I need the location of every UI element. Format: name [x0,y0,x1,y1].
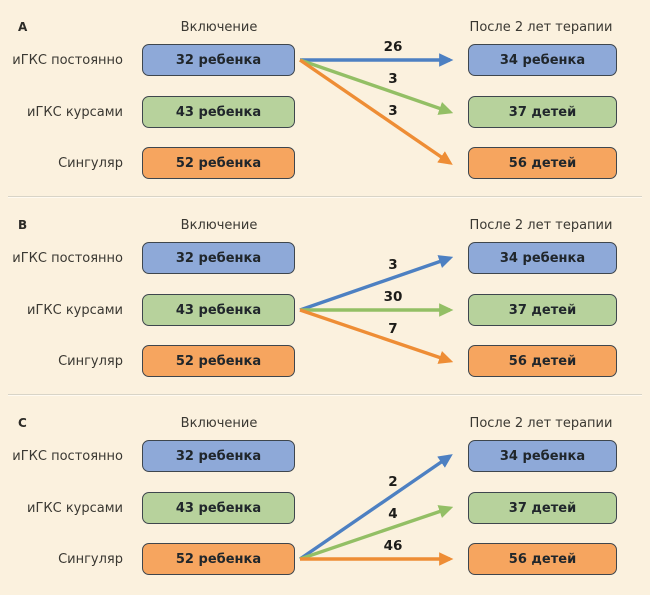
column-header-enrollment: Включение [180,416,258,431]
flow-arrow [299,505,454,561]
treatment-group-label: иГКС постоянно [12,251,123,266]
enrollment-count-box: 32 ребенка [142,242,295,274]
treatment-group-label: иГКС постоянно [12,53,123,68]
treatment-group-label: Сингуляр [58,552,123,567]
treatment-group-label: Сингуляр [58,354,123,369]
enrollment-count-box: 52 ребенка [142,147,295,179]
flow-value: 26 [383,39,403,55]
flow-arrow [299,454,453,561]
treatment-group-label: Сингуляр [58,156,123,171]
outcome-count-box: 34 ребенка [468,440,617,472]
column-header-after-therapy: После 2 лет терапии [469,218,613,233]
outcome-count-box: 37 детей [468,294,617,326]
column-header-enrollment: Включение [180,218,258,233]
column-header-after-therapy: После 2 лет терапии [469,416,613,431]
outcome-count-box: 37 детей [468,492,617,524]
flow-value: 3 [388,256,398,273]
enrollment-count-box: 32 ребенка [142,440,295,472]
enrollment-count-box: 43 ребенка [142,492,295,524]
flow-value: 7 [388,320,398,337]
flow-value: 3 [388,102,398,119]
column-header-enrollment: Включение [180,20,258,35]
enrollment-count-box: 52 ребенка [142,543,295,575]
panel-divider [8,394,642,396]
panel-b: B Включение После 2 лет терапии иГКС пос… [0,198,650,394]
panel-divider [8,196,642,198]
panel-letter: B [18,218,28,232]
flow-value: 2 [388,474,398,491]
enrollment-count-box: 43 ребенка [142,294,295,326]
treatment-group-label: иГКС курсами [27,105,123,120]
outcome-count-box: 34 ребенка [468,242,617,274]
outcome-count-box: 56 детей [468,147,617,179]
flow-value: 46 [383,538,403,554]
outcome-count-box: 56 детей [468,543,617,575]
enrollment-count-box: 43 ребенка [142,96,295,128]
outcome-count-box: 34 ребенка [468,44,617,76]
panel-letter: A [18,20,28,34]
enrollment-count-box: 52 ребенка [142,345,295,377]
flow-arrow [299,255,454,312]
flow-value: 3 [388,71,398,88]
treatment-group-label: иГКС курсами [27,303,123,318]
outcome-count-box: 56 детей [468,345,617,377]
outcome-count-box: 37 детей [468,96,617,128]
flow-value: 30 [383,289,403,305]
column-header-after-therapy: После 2 лет терапии [469,20,613,35]
panel-c: C Включение После 2 лет терапии иГКС пос… [0,396,650,595]
flow-arrow [299,308,454,364]
enrollment-count-box: 32 ребенка [142,44,295,76]
flow-arrow [299,58,454,115]
panel-a: A Включение После 2 лет терапии иГКС пос… [0,0,650,196]
panel-letter: C [18,416,27,430]
flow-arrow [299,58,453,165]
flow-value: 4 [388,506,398,523]
treatment-group-label: иГКС постоянно [12,449,123,464]
treatment-group-label: иГКС курсами [27,501,123,516]
